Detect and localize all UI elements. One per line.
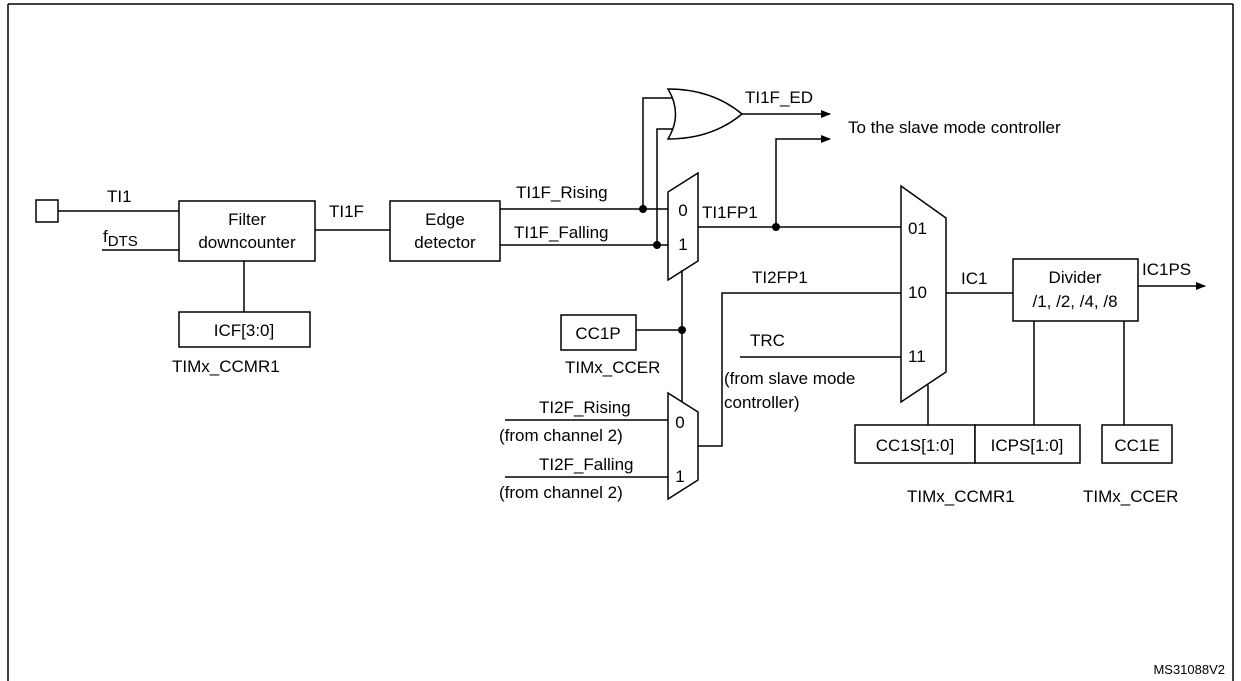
ti1f-rising-label: TI1F_Rising	[516, 183, 608, 202]
trc-label: TRC	[750, 331, 785, 350]
icf-register	[178, 311, 311, 348]
icps-label: ICPS[1:0]	[991, 436, 1064, 455]
timx-ccmr1-label-b: TIMx_CCMR1	[907, 487, 1015, 506]
selection-mux	[900, 184, 947, 404]
downcounter-label: downcounter	[198, 233, 296, 252]
ti1-input-pin	[35, 199, 59, 223]
from-channel-2-label-a: (from channel 2)	[499, 426, 623, 445]
cc1p-label: CC1P	[575, 324, 620, 343]
ti2f-falling-label: TI2F_Falling	[539, 455, 633, 474]
ti1-label: TI1	[107, 187, 132, 206]
ti2f-rising-label: TI2F_Rising	[539, 398, 631, 417]
timx-ccmr1-label-a: TIMx_CCMR1	[172, 357, 280, 376]
divider-ratios-label: /1, /2, /4, /8	[1032, 292, 1117, 311]
detector-label: detector	[414, 233, 476, 252]
cc1s-register	[854, 424, 976, 464]
polarity-mux-2	[667, 391, 699, 501]
ti2fp1-label: TI2FP1	[752, 268, 808, 287]
figure-reference: MS31088V2	[1153, 662, 1225, 677]
or-gate	[666, 88, 744, 140]
polarity-mux-1	[667, 171, 699, 282]
to-slave-wire	[775, 135, 831, 227]
cc1e-label: CC1E	[1114, 436, 1159, 455]
mux3-input-01: 01	[908, 219, 927, 238]
from-slave-label-line2: controller)	[724, 393, 800, 412]
icps-register	[974, 424, 1081, 464]
from-slave-label-line1: (from slave mode	[724, 369, 855, 388]
edge-detector-block	[389, 200, 501, 262]
ti1f-label: TI1F	[329, 202, 364, 221]
from-channel-2-label-b: (from channel 2)	[499, 483, 623, 502]
ic1ps-label: IC1PS	[1142, 260, 1191, 279]
fdts-main: f	[103, 227, 108, 246]
timx-ccer-label-b: TIMx_CCER	[1083, 487, 1178, 506]
cc1s-label: CC1S[1:0]	[876, 436, 954, 455]
mux1-input-1: 1	[678, 235, 687, 254]
timx-ccer-label-a: TIMx_CCER	[565, 358, 660, 377]
mux3-input-10: 10	[908, 283, 927, 302]
filter-label: Filter	[228, 210, 266, 229]
filter-downcounter-block	[178, 200, 316, 262]
falling-to-or-wire	[656, 128, 678, 245]
rising-to-or-wire	[642, 97, 678, 209]
ti1f-ed-label: TI1F_ED	[745, 88, 813, 107]
fdts-subscript: DTS	[108, 233, 138, 250]
edge-label: Edge	[425, 210, 465, 229]
to-slave-label: To the slave mode controller	[848, 118, 1061, 137]
cc1p-register	[560, 314, 637, 351]
mux1-input-0: 0	[678, 201, 687, 220]
ti1fp1-label: TI1FP1	[702, 203, 758, 222]
ti2fp1-wire	[698, 292, 901, 447]
mux2-input-1: 1	[675, 467, 684, 486]
mux3-input-11: 11	[908, 347, 926, 366]
divider-label: Divider	[1049, 268, 1102, 287]
ti1f-falling-label: TI1F_Falling	[514, 223, 608, 242]
divider-block	[1012, 258, 1139, 322]
mux2-input-0: 0	[675, 413, 684, 432]
fdts-label: fDTS	[103, 227, 138, 250]
cc1e-register	[1101, 424, 1173, 464]
icf-label: ICF[3:0]	[214, 321, 274, 340]
ic1-label: IC1	[961, 269, 987, 288]
